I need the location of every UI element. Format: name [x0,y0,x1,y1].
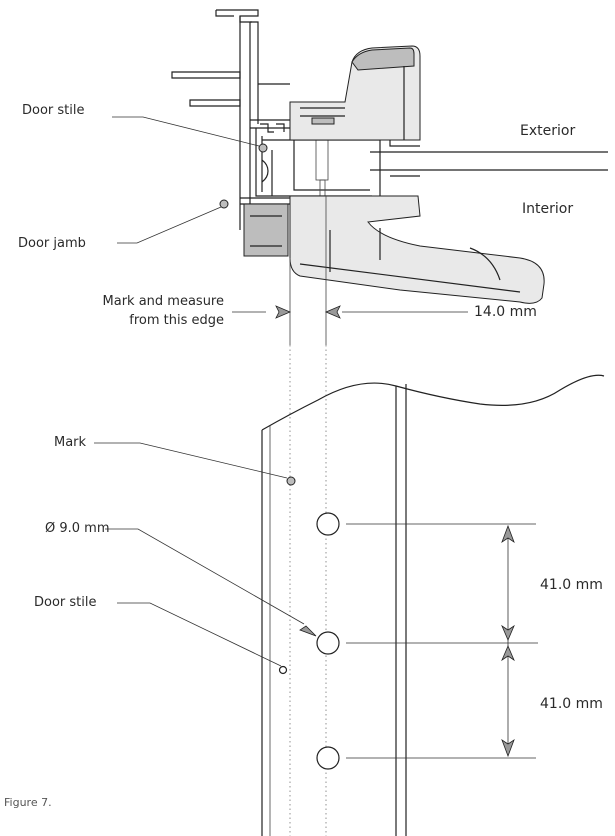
hole-3 [316,746,340,770]
door-stile-marker-top [258,143,268,153]
mark-point [286,476,296,486]
door-jamb-marker [219,199,229,209]
door-jamb-label: Door jamb [18,236,86,251]
door-stile-panel [261,374,605,836]
figure-caption: Figure 7. [4,796,52,809]
spacing-label-2: 41.0 mm [540,696,603,712]
exterior-label: Exterior [520,123,575,139]
spacing-dimension [501,524,515,758]
exterior-handle [289,45,421,141]
hole-diameter-label: Ø 9.0 mm [45,521,110,536]
mark-measure-label-line1: Mark and measure [103,294,224,309]
offset-dimension [232,196,468,345]
mark-label: Mark [54,435,87,450]
hole-2 [316,631,340,655]
hole-1 [316,512,340,536]
door-stile-marker-bottom [278,665,288,675]
interior-label: Interior [522,201,573,217]
door-stile-label-bottom: Door stile [34,595,97,610]
interior-lever [243,195,545,304]
spacing-label-1: 41.0 mm [540,577,603,593]
mounting-holes [316,512,340,770]
offset-dimension-label: 14.0 mm [474,304,537,320]
door-stile-label-top: Door stile [22,103,85,118]
mark-measure-label-line2: from this edge [129,313,224,328]
